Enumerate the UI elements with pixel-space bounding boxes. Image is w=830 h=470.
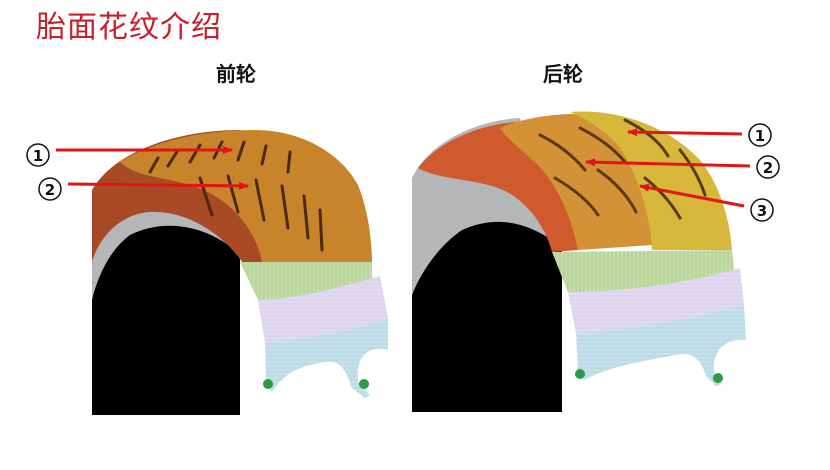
front-tire-label: 前轮 — [216, 62, 256, 86]
front-bead-right — [359, 379, 369, 389]
slide-title: 胎面花纹介绍 — [36, 10, 222, 45]
front-bead-left — [263, 379, 273, 389]
rear-callout-2-number: 2 — [763, 159, 773, 177]
front-tire-illustration — [92, 130, 388, 415]
front-callout-2: 2 — [38, 177, 249, 201]
rear-tread-orange — [500, 113, 652, 250]
front-callout-2-number: 2 — [45, 181, 55, 199]
rear-tire-illustration — [412, 111, 746, 412]
front-callout-2-arrow — [67, 181, 249, 190]
front-callout-1: 1 — [26, 143, 233, 167]
rear-callout-1-arrow — [627, 128, 743, 137]
front-callout-1-number: 1 — [33, 147, 43, 165]
rear-tread-yellow — [570, 111, 732, 250]
rear-callout-2-arrow — [585, 158, 751, 168]
rear-callout-1: 1 — [627, 123, 772, 147]
rear-bead-right — [713, 373, 723, 383]
rear-callout-3: 3 — [639, 183, 774, 222]
rear-callout-3-arrow — [639, 183, 745, 208]
rear-tread-grooves — [538, 118, 707, 220]
rear-bead-left — [575, 369, 585, 379]
rear-tire-label: 后轮 — [543, 62, 583, 86]
rear-callout-2: 2 — [585, 155, 780, 179]
front-tread-orange — [120, 130, 372, 262]
rear-callout-3-number: 3 — [757, 202, 767, 220]
rear-callout-1-number: 1 — [755, 127, 765, 145]
